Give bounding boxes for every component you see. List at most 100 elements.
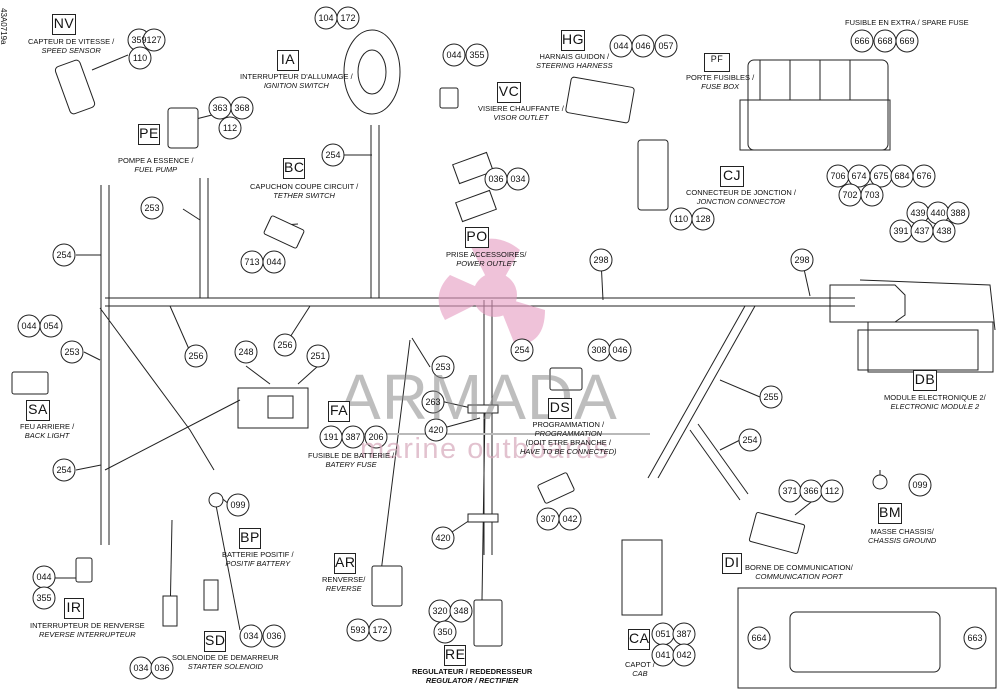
- reference-number: 355: [36, 593, 52, 603]
- reference-number: 359: [131, 35, 147, 45]
- code-po: PO: [465, 227, 489, 248]
- watermark-title: ARMADA: [338, 361, 618, 433]
- reference-number: 172: [372, 625, 388, 635]
- reference-number: 703: [864, 190, 880, 200]
- reference-number: 256: [188, 351, 204, 361]
- reference-number: 666: [854, 36, 870, 46]
- code-ia: IA: [277, 50, 299, 71]
- reference-number: 254: [514, 345, 530, 355]
- label-fa: FUSIBLE DE BATTERIE /BATERY FUSE: [308, 451, 395, 469]
- reference-number: 440: [930, 208, 946, 218]
- reference-number: 350: [437, 627, 453, 637]
- reference-number: 042: [676, 650, 692, 660]
- reference-number: 420: [435, 533, 451, 543]
- reference-number: 099: [912, 480, 928, 490]
- reference-number: 593: [350, 625, 366, 635]
- reference-number: 684: [894, 171, 910, 181]
- reference-number: 387: [345, 432, 361, 442]
- code-ir: IR: [64, 598, 84, 619]
- code-cj: CJ: [720, 166, 744, 187]
- code-sa: SA: [26, 400, 50, 421]
- reference-number: 439: [910, 208, 926, 218]
- label-po: PRISE ACCESSOIRES/POWER OUTLET: [446, 250, 527, 268]
- reference-number: 036: [266, 631, 282, 641]
- label-ca: CAPOT /CAB: [625, 660, 655, 678]
- reference-number: 248: [238, 347, 254, 357]
- reference-number: 041: [655, 650, 671, 660]
- reference-number: 675: [873, 171, 889, 181]
- reference-number: 420: [428, 425, 444, 435]
- reference-number: 706: [830, 171, 846, 181]
- reference-number: 036: [488, 174, 504, 184]
- reference-number: 387: [676, 629, 692, 639]
- reference-number: 308: [591, 345, 607, 355]
- code-bm: BM: [878, 503, 902, 524]
- reference-number: 664: [751, 633, 767, 643]
- reference-number: 371: [782, 486, 798, 496]
- reference-number: 057: [658, 41, 674, 51]
- reference-number: 110: [132, 53, 148, 63]
- label-sa: FEU ARRIERE /BACK LIGHT: [20, 422, 75, 440]
- reference-number: 298: [794, 255, 810, 265]
- reference-number: 668: [877, 36, 893, 46]
- label-nv: CAPTEUR DE VITESSE /SPEED SENSOR: [28, 37, 115, 55]
- reference-number: 046: [635, 41, 651, 51]
- reference-number: 663: [967, 633, 983, 643]
- reference-number: 366: [803, 486, 819, 496]
- reference-number: 172: [340, 13, 356, 23]
- label-pe: POMPE A ESSENCE /FUEL PUMP: [118, 156, 194, 174]
- watermark-subtitle: marine outboards: [360, 433, 610, 465]
- reference-number: 046: [612, 345, 628, 355]
- document-id: 43A0719a: [0, 8, 8, 45]
- reference-number: 676: [916, 171, 932, 181]
- reference-number: 363: [212, 103, 228, 113]
- reference-number: 388: [950, 208, 966, 218]
- reference-number: 127: [146, 35, 162, 45]
- reference-number: 254: [742, 435, 758, 445]
- reference-number: 713: [244, 257, 260, 267]
- code-nv: NV: [52, 14, 76, 35]
- reference-number: 034: [133, 663, 149, 673]
- reference-number: 368: [234, 103, 250, 113]
- reference-number: 348: [453, 606, 469, 616]
- label-spare-fuse: FUSIBLE EN EXTRA / SPARE FUSE: [845, 18, 969, 27]
- reference-number: 110: [673, 214, 689, 224]
- reference-number: 112: [222, 123, 238, 133]
- label-cj: CONNECTEUR DE JONCTION /JONCTION CONNECT…: [686, 188, 797, 206]
- reference-number: 298: [593, 255, 609, 265]
- reference-number: 256: [277, 340, 293, 350]
- code-pe: PE: [138, 124, 160, 145]
- reference-number: 674: [851, 171, 867, 181]
- label-ia: INTERRUPTEUR D'ALLUMAGE /IGNITION SWITCH: [240, 72, 353, 90]
- reference-number: 099: [230, 500, 246, 510]
- label-bc: CAPUCHON COUPE CIRCUIT /TETHER SWITCH: [250, 182, 359, 200]
- reference-number: 320: [432, 606, 448, 616]
- reference-number: 034: [243, 631, 259, 641]
- code-ca: CA: [628, 629, 650, 650]
- reference-number: 263: [425, 397, 441, 407]
- reference-number: 355: [469, 50, 485, 60]
- reference-number: 702: [842, 190, 858, 200]
- reference-number: 191: [323, 432, 339, 442]
- reference-number: 051: [655, 629, 671, 639]
- reference-number: 044: [613, 41, 629, 51]
- reference-number: 307: [540, 514, 556, 524]
- label-bm: MASSE CHASSIS/CHASSIS GROUND: [868, 527, 937, 545]
- reference-number: 253: [144, 203, 160, 213]
- reference-number: 044: [21, 321, 37, 331]
- label-ds: PROGRAMMATION /PROGRAMMATION(DOIT ETRE B…: [520, 420, 617, 456]
- reference-number: 054: [43, 321, 59, 331]
- code-hg: HG: [561, 30, 585, 51]
- label-di: BORNE DE COMMUNICATION/COMMUNICATION POR…: [745, 563, 853, 581]
- reference-number: 254: [56, 465, 72, 475]
- reference-number: 112: [824, 486, 840, 496]
- reference-number: 438: [936, 226, 952, 236]
- reference-number: 255: [763, 392, 779, 402]
- code-vc: VC: [497, 82, 521, 103]
- label-bp: BATTERIE POSITIF /POSITIF BATTERY: [222, 550, 294, 568]
